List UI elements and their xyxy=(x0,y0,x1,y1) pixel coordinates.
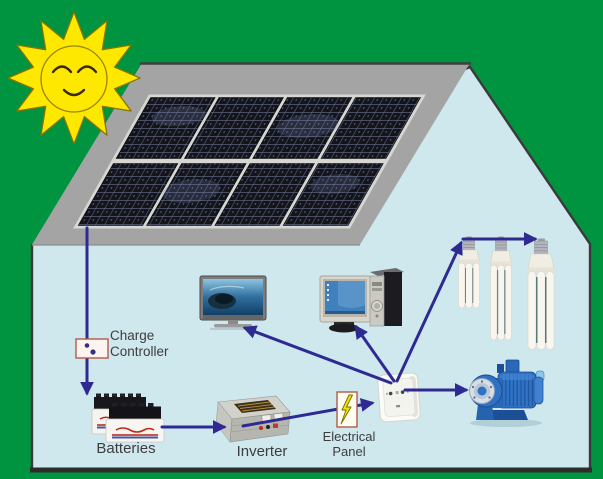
power-outlet-icon xyxy=(377,372,421,423)
arrow-outlet-to-monitor xyxy=(242,325,393,385)
desktop-computer-icon xyxy=(319,268,404,333)
lightning-bolt-icon xyxy=(340,394,353,425)
sun-right-eye xyxy=(76,65,98,74)
batteries-icon xyxy=(91,393,165,443)
batteries-label: Batteries xyxy=(96,440,156,457)
cfl-bulb-large xyxy=(527,238,555,350)
cfl-bulbs-icon xyxy=(458,236,555,350)
electrical-panel-icon xyxy=(336,391,358,428)
wiring-arrows xyxy=(80,226,538,434)
tv-monitor-icon xyxy=(199,275,267,330)
cfl-bulb-medium xyxy=(490,236,512,341)
sun-left-eye xyxy=(51,65,73,74)
inverter-label: Inverter xyxy=(236,443,288,460)
charge-controller-icon xyxy=(75,338,109,359)
sun-smile xyxy=(62,88,86,97)
inverter-icon xyxy=(215,395,291,443)
sun-icon xyxy=(7,11,141,145)
charge-controller-label: Charge Controller xyxy=(110,328,169,359)
water-pump-icon xyxy=(469,359,545,427)
electrical-panel-label: Electrical Panel xyxy=(322,429,376,459)
solar-panel-array xyxy=(73,94,426,229)
arrow-outlet-to-computer xyxy=(354,324,396,383)
cfl-bulb-small xyxy=(458,236,480,309)
arrow-outlet-to-bulbs xyxy=(395,240,463,383)
